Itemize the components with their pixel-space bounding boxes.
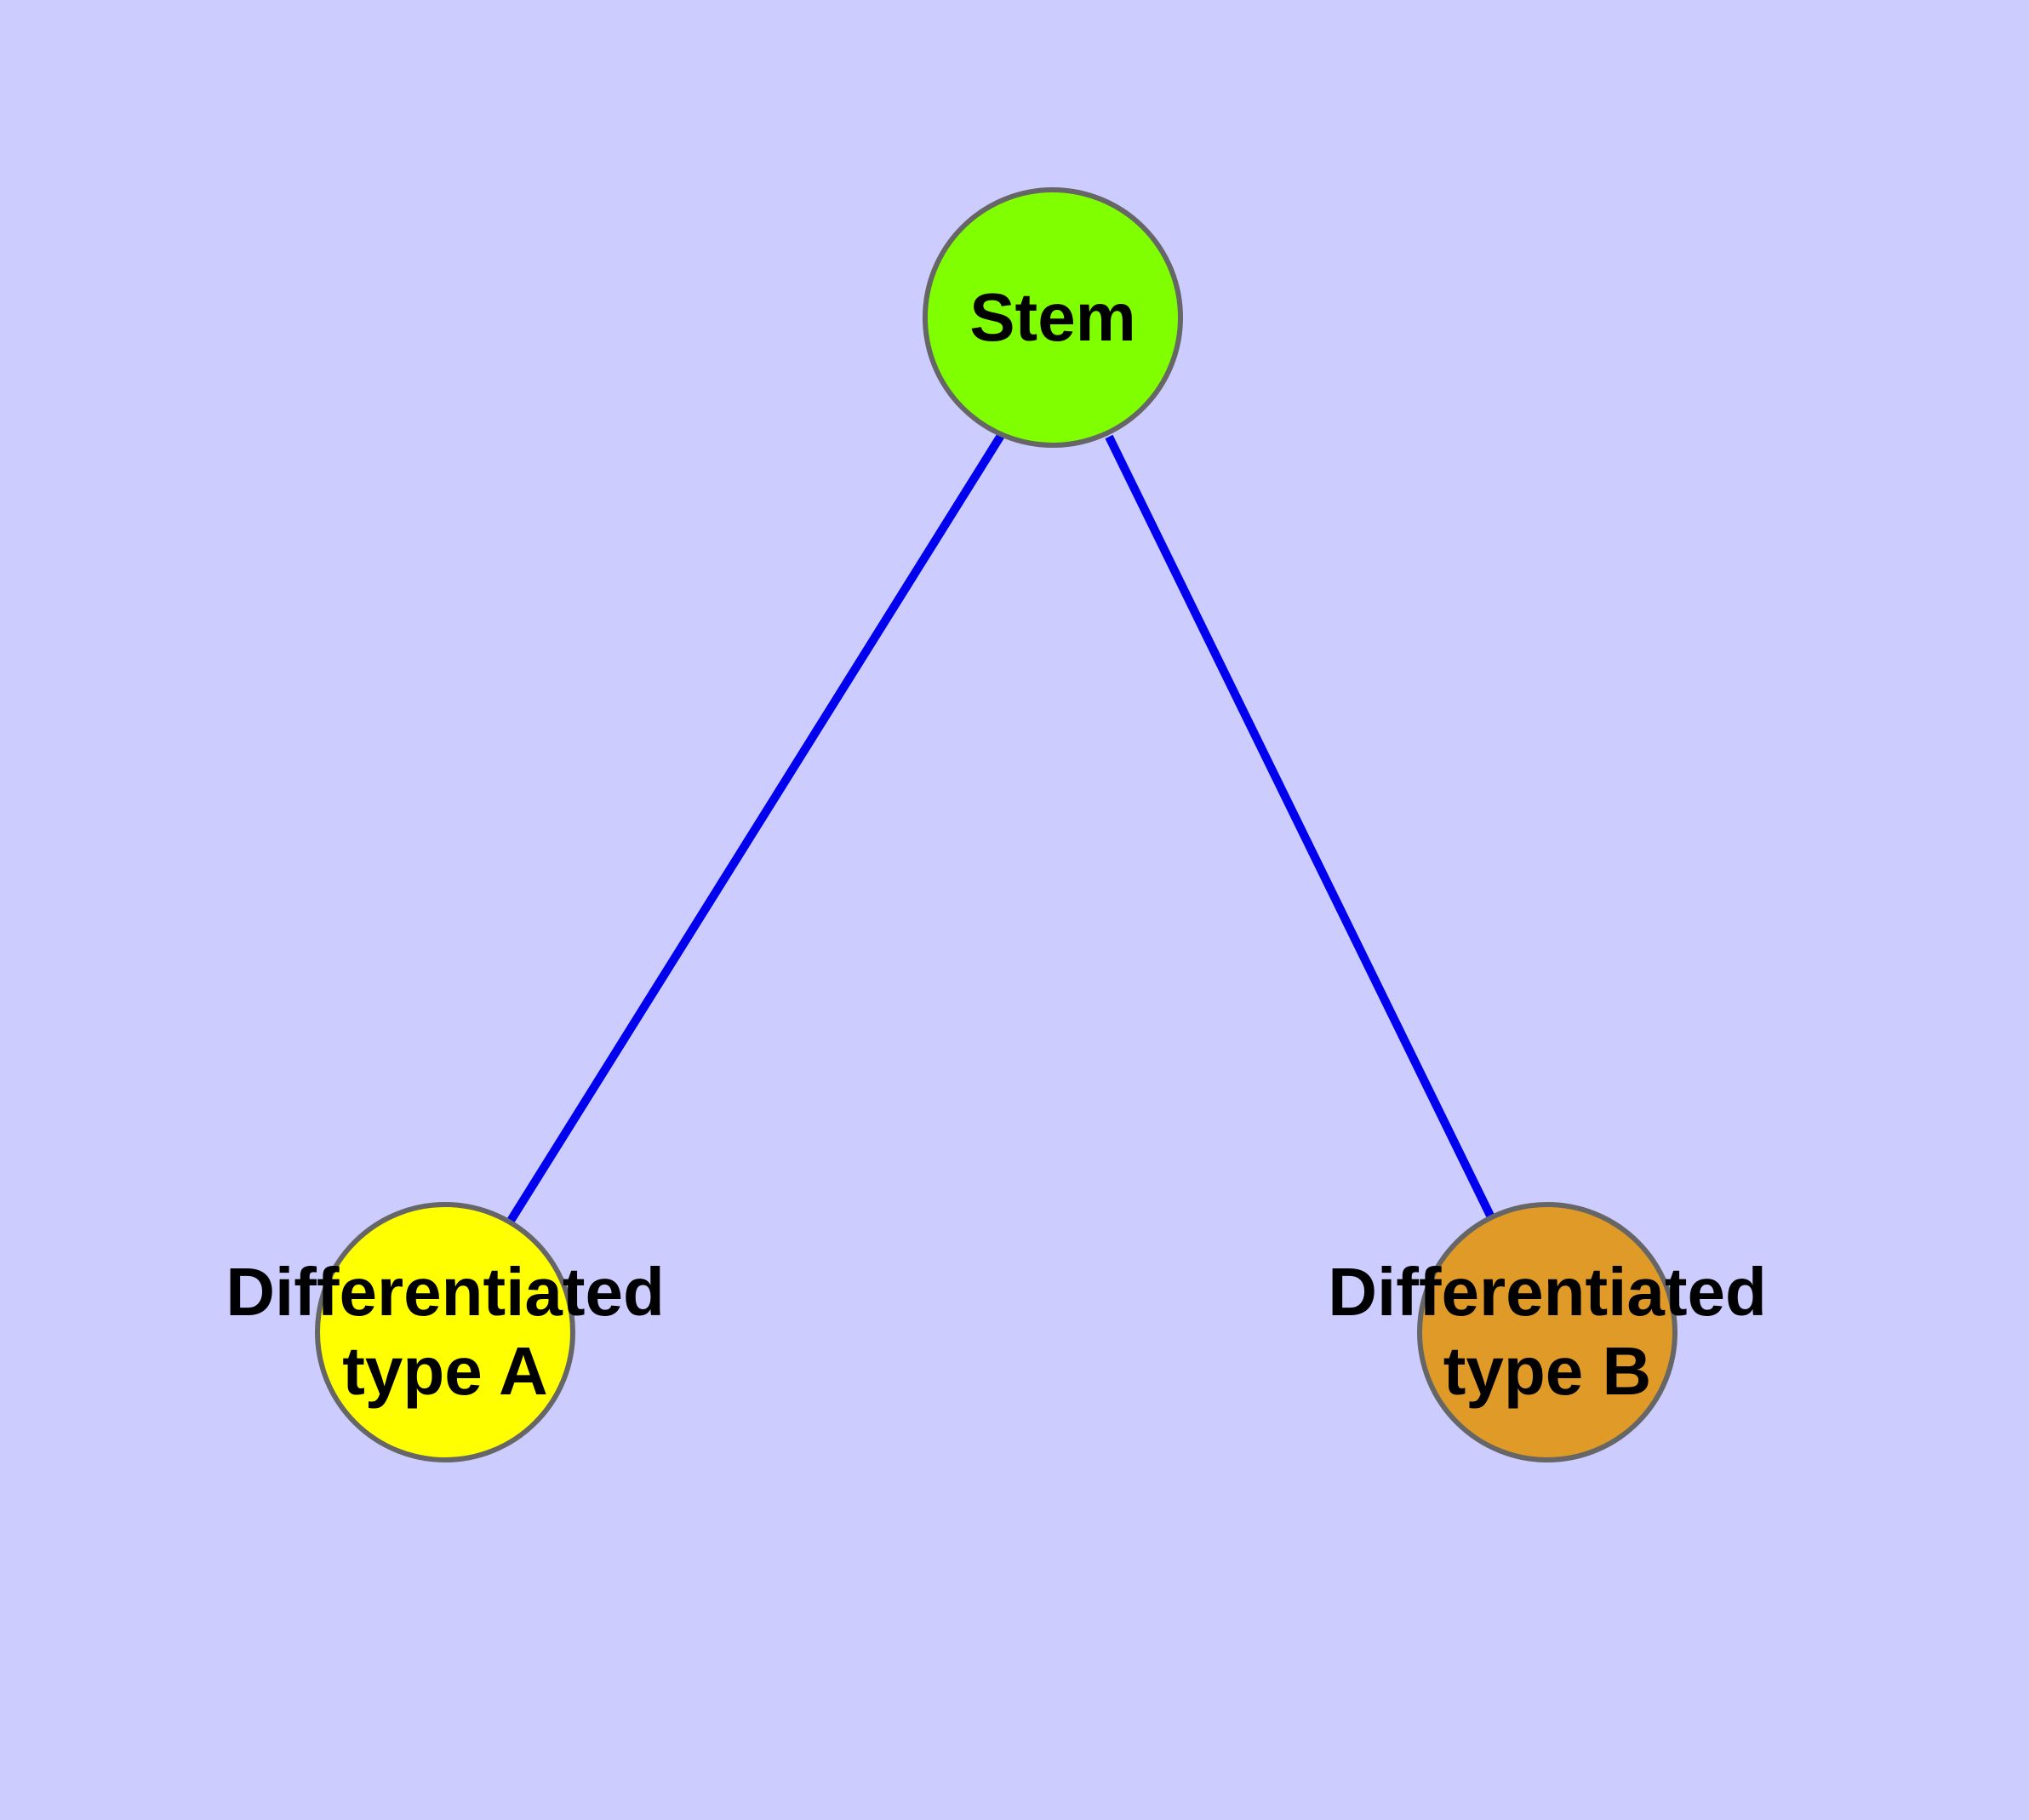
node-stem[interactable] bbox=[923, 187, 1183, 448]
edge-stem-to-diff-a[interactable] bbox=[506, 432, 1006, 1223]
edge-layer bbox=[506, 432, 1495, 1223]
node-diff-b[interactable] bbox=[1417, 1202, 1677, 1462]
edge-stem-to-diff-b[interactable] bbox=[1105, 434, 1495, 1220]
node-diff-a[interactable] bbox=[315, 1202, 575, 1462]
node-layer bbox=[315, 187, 1677, 1462]
